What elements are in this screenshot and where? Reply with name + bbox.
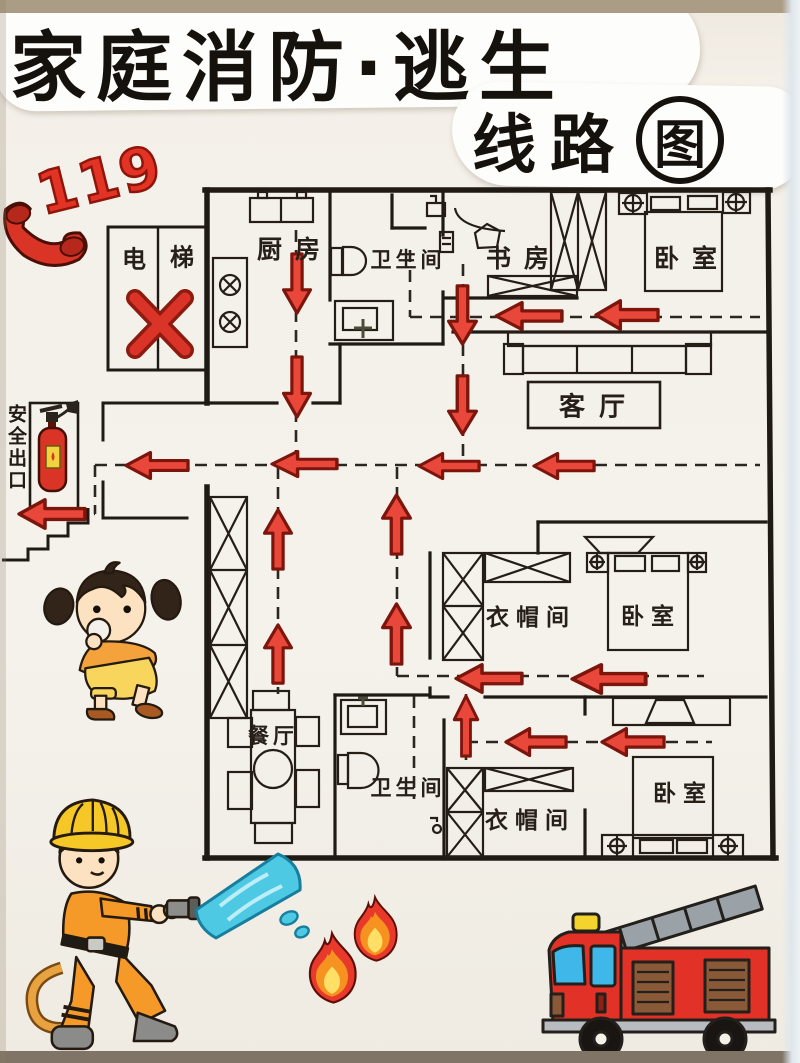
toilet-bottom bbox=[336, 751, 380, 790]
stove bbox=[211, 256, 249, 349]
label-kitchen: 厨房 bbox=[256, 235, 334, 264]
phone-receiver-icon bbox=[3, 201, 88, 267]
label-cloakroom-mid: 衣帽间 bbox=[486, 605, 576, 631]
escape-arrow-down bbox=[281, 355, 313, 419]
wardrobe-bottom-left bbox=[445, 766, 485, 859]
escape-arrow-left bbox=[594, 298, 660, 332]
label-cloakroom-bottom: 衣帽间 bbox=[485, 808, 575, 834]
kitchen-counter bbox=[248, 190, 315, 224]
wardrobe-mid-left bbox=[441, 551, 485, 662]
escape-arrow-up bbox=[380, 602, 413, 666]
wardrobe-bottom-top bbox=[483, 766, 575, 793]
label-elevator-right: 梯 bbox=[170, 243, 194, 272]
escape-arrow-left bbox=[504, 726, 568, 758]
label-living-room: 客厅 bbox=[558, 392, 640, 423]
escape-arrow-up bbox=[380, 493, 413, 556]
escape-arrow-left bbox=[124, 450, 190, 481]
photo-edge-left bbox=[0, 0, 6, 1063]
label-study: 书房 bbox=[485, 244, 563, 273]
elevator-box bbox=[106, 225, 209, 372]
label-bedroom-mid: 卧室 bbox=[621, 604, 681, 630]
escape-arrow-down bbox=[281, 252, 313, 315]
photo-edge-bottom bbox=[0, 1051, 800, 1063]
sink-top bbox=[333, 299, 395, 342]
escape-arrow-left bbox=[532, 451, 596, 481]
escape-arrow-left bbox=[270, 449, 339, 479]
escape-arrow-left bbox=[494, 300, 564, 332]
escape-arrow-up bbox=[452, 694, 480, 758]
photo-edge-right bbox=[782, 0, 800, 1063]
bed-top bbox=[617, 190, 752, 293]
wardrobe-mid-top bbox=[483, 551, 572, 584]
flame-icon bbox=[353, 893, 398, 962]
escape-arrow-left bbox=[570, 662, 648, 696]
dining-table bbox=[226, 689, 321, 845]
washbasin-top bbox=[425, 194, 455, 254]
water-spray bbox=[194, 852, 310, 940]
label-dining-room: 餐厅 bbox=[248, 724, 298, 748]
toilet-top bbox=[329, 245, 368, 277]
poster-title-line1: 家庭消防·逃生 bbox=[10, 23, 565, 112]
fire-truck bbox=[541, 884, 777, 1060]
elevator-x-mark bbox=[126, 289, 194, 359]
study-desk bbox=[453, 207, 506, 250]
bed-mid bbox=[582, 535, 708, 652]
escape-arrow-left bbox=[454, 662, 524, 695]
living-room-label-box bbox=[526, 380, 662, 430]
flame-icon bbox=[308, 929, 357, 1004]
label-bedroom-bottom: 卧室 bbox=[653, 781, 713, 807]
study-bookshelf bbox=[549, 190, 608, 292]
escape-arrow-left bbox=[600, 726, 666, 758]
sink-bottom bbox=[339, 696, 388, 736]
bed-bottom bbox=[600, 696, 745, 860]
escape-arrow-left bbox=[417, 451, 481, 481]
label-bedroom-top: 卧室 bbox=[653, 244, 731, 273]
escape-arrow-left bbox=[17, 497, 87, 531]
sofa bbox=[502, 330, 713, 376]
study-daybed bbox=[486, 274, 579, 298]
escape-arrow-up bbox=[262, 508, 294, 571]
label-safety-exit: 安全出口 bbox=[5, 404, 27, 492]
label-elevator-left: 电 bbox=[122, 245, 146, 274]
photo-edge-top bbox=[0, 0, 800, 13]
furniture bbox=[208, 190, 752, 860]
poster-title-line2: 线路 图 bbox=[472, 94, 724, 186]
stairs bbox=[2, 508, 90, 562]
escape-arrow-up bbox=[262, 623, 294, 685]
hall-bookshelf bbox=[208, 495, 249, 720]
fire-extinguisher-icon bbox=[37, 400, 78, 493]
escape-arrow-down bbox=[446, 284, 479, 346]
faucet-bottom bbox=[430, 816, 443, 835]
label-bathroom-bottom: 卫生间 bbox=[370, 776, 446, 800]
girl-character bbox=[43, 561, 182, 721]
escape-arrow-down bbox=[446, 374, 479, 436]
label-bathroom-top: 卫生间 bbox=[370, 248, 446, 272]
poster-title-line2-text: 线路 bbox=[472, 109, 628, 183]
firefighter-character bbox=[25, 798, 201, 1051]
circled-map-character: 图 bbox=[636, 96, 724, 184]
